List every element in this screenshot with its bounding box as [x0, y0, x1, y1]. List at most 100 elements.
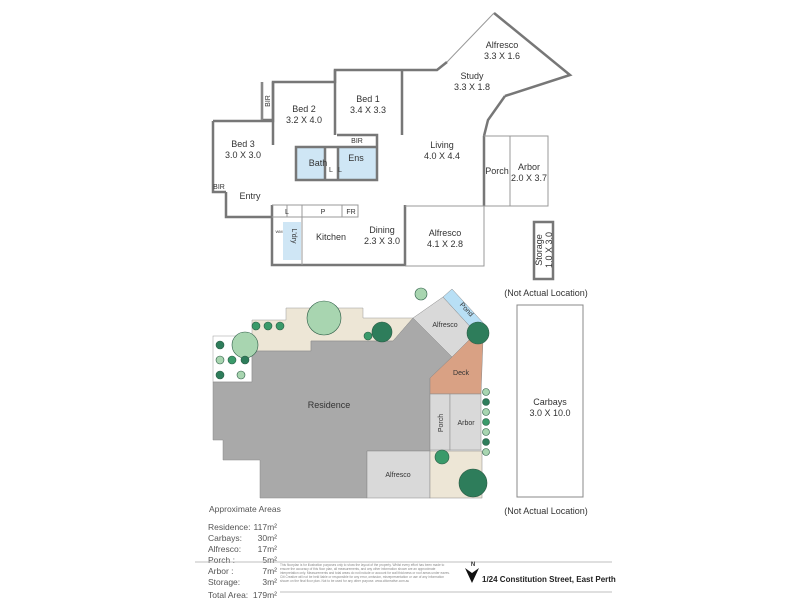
- alfresco-label: Alfresco: [385, 472, 410, 479]
- shrub-icon: [240, 355, 250, 365]
- bir-label: BIR: [351, 138, 363, 145]
- area-value: 5m²: [262, 555, 277, 565]
- bir-label: BIR: [213, 184, 225, 191]
- room-label: Alfresco: [429, 228, 462, 238]
- room-size: 3.3 X 1.6: [484, 51, 520, 61]
- room-size: 3.3 X 1.8: [454, 82, 490, 92]
- pantry-label: P: [321, 209, 326, 216]
- arbor-area: [449, 393, 482, 451]
- carbays-label: Carbays: [533, 397, 567, 407]
- tree-icon: [414, 287, 428, 301]
- area-label: Residence:: [208, 522, 251, 532]
- shrub-icon: [482, 408, 490, 416]
- laundry-label: L'dry: [290, 229, 297, 244]
- area-label: Carbays:: [208, 533, 242, 543]
- tree-icon: [466, 321, 490, 345]
- tree-icon: [371, 321, 393, 343]
- tree-icon: [231, 331, 259, 359]
- areas-table: Approximate Areas Residence: 117m² Carba…: [208, 504, 281, 600]
- room-outlines: [261, 12, 549, 267]
- shrub-icon: [251, 321, 261, 331]
- disclaimer-text: This floorplan is for illustration purpo…: [280, 563, 450, 583]
- not-actual-location-note: (Not Actual Location): [504, 506, 588, 516]
- bath-tiles: [296, 147, 325, 180]
- room-label: Arbor: [518, 162, 540, 172]
- disclaimer: This floorplan is for illustration purpo…: [280, 563, 450, 583]
- site-plan: Pond Alfresco Deck Residence Porch Arbor…: [212, 287, 588, 516]
- area-value: 30m²: [258, 533, 278, 543]
- shrub-icon: [482, 388, 490, 396]
- porch-label: Porch: [438, 414, 445, 432]
- shrub-icon: [482, 448, 490, 456]
- room-label: Dining: [369, 225, 395, 235]
- bir-label: BIR: [265, 95, 272, 107]
- area-value: 3m²: [262, 577, 277, 587]
- property-address: 1/24 Constitution Street, East Perth: [482, 575, 616, 584]
- alfresco-bottom-area: [366, 450, 431, 499]
- area-label: Alfresco:: [208, 544, 241, 554]
- area-value: 117m²: [254, 522, 278, 532]
- area-value: 17m²: [258, 544, 278, 554]
- north-arrow-icon: [465, 568, 479, 583]
- area-label: Arbor :: [208, 566, 234, 576]
- areas-title: Approximate Areas: [209, 504, 281, 514]
- floor-plan: Alfresco 3.3 X 1.6 Study 3.3 X 1.8 Bed 1…: [211, 12, 588, 298]
- tree-icon: [434, 449, 450, 465]
- room-label: Living: [430, 140, 454, 150]
- room-size: 2.0 X 3.7: [511, 173, 547, 183]
- arbor-label: Arbor: [457, 420, 475, 427]
- total-area-label: Total Area:: [208, 590, 248, 600]
- deck-label: Deck: [453, 370, 469, 377]
- linen-label: L: [338, 167, 342, 174]
- area-label: Porch :: [208, 555, 235, 565]
- room-size: 1.0 X 3.0: [544, 232, 554, 268]
- shrub-icon: [236, 370, 246, 380]
- shrub-icon: [363, 331, 373, 341]
- room-size: 3.0 X 3.0: [225, 150, 261, 160]
- shrub-icon: [482, 398, 490, 406]
- area-value: 7m²: [262, 566, 277, 576]
- washing-machine-label: WM: [275, 229, 282, 234]
- area-label: Storage:: [208, 577, 240, 587]
- alfresco-label: Alfresco: [432, 322, 457, 329]
- room-label: Bed 1: [356, 94, 380, 104]
- entry-label: Entry: [239, 191, 261, 201]
- ens-label: Ens: [348, 153, 364, 163]
- shrub-icon: [227, 355, 237, 365]
- tree-icon: [458, 468, 488, 498]
- fridge-label: FR: [346, 209, 355, 216]
- north-label: N: [471, 562, 475, 568]
- shrub-icon: [215, 370, 225, 380]
- room-label: Bed 2: [292, 104, 316, 114]
- room-size: 4.0 X 4.4: [424, 151, 460, 161]
- ensuite-tiles: [338, 147, 377, 180]
- room-size: 3.4 X 3.3: [350, 105, 386, 115]
- bath-label: Bath: [309, 158, 328, 168]
- tree-icon: [306, 300, 342, 336]
- shrub-icon: [482, 438, 490, 446]
- linen-label: L: [329, 167, 333, 174]
- not-actual-location-note: (Not Actual Location): [504, 288, 588, 298]
- trees: [215, 287, 490, 498]
- residence-label: Residence: [308, 400, 351, 410]
- shrub-icon: [215, 355, 225, 365]
- room-label: Study: [460, 71, 484, 81]
- room-label: Bed 3: [231, 139, 255, 149]
- shrub-icon: [482, 418, 490, 426]
- carbays-size: 3.0 X 10.0: [529, 408, 570, 418]
- kitchen-label: Kitchen: [316, 232, 346, 242]
- linen-label: L: [285, 209, 289, 216]
- shrub-icon: [263, 321, 273, 331]
- storage-outline: [532, 220, 555, 281]
- room-size: 3.2 X 4.0: [286, 115, 322, 125]
- room-label: Storage: [534, 234, 544, 266]
- porch-label: Porch: [485, 166, 509, 176]
- carbays-area: [516, 304, 584, 498]
- laundry-tiles: [283, 222, 301, 260]
- room-label: Alfresco: [486, 40, 519, 50]
- shrub-icon: [482, 428, 490, 436]
- total-area-value: 179m²: [253, 590, 277, 600]
- room-size: 4.1 X 2.8: [427, 239, 463, 249]
